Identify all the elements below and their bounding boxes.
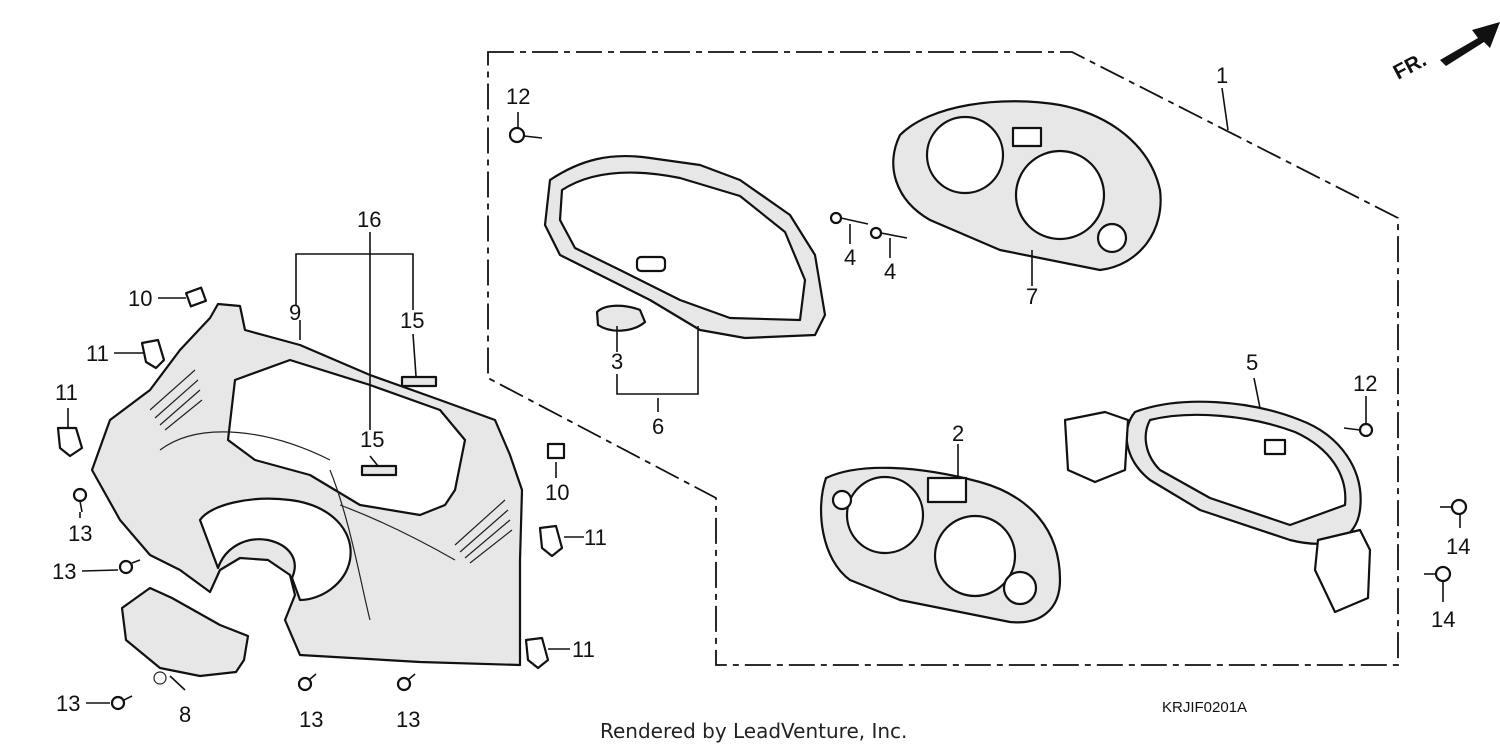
- callout-10-a: 10: [128, 286, 152, 311]
- callout-8: 8: [179, 702, 191, 727]
- screw-13-e: [396, 673, 416, 692]
- clip-nut-10-left: [184, 286, 208, 308]
- callout-13-a: 13: [68, 521, 92, 546]
- meter-case-5: [1125, 400, 1362, 545]
- callout-12-b: 12: [1353, 371, 1377, 396]
- clip-11-right-low: [524, 636, 550, 670]
- callout-11-b: 11: [55, 380, 78, 405]
- callout-13-b: 13: [52, 559, 76, 584]
- callout-16: 16: [357, 207, 381, 232]
- clip-nut-10-right: [546, 442, 566, 460]
- callout-14-a: 14: [1446, 534, 1470, 559]
- meter-panel-cover: [90, 302, 524, 667]
- meter-lens-case: [543, 155, 827, 340]
- label-15-lower: [360, 464, 398, 477]
- switch-3: [595, 304, 647, 332]
- screw-13-c: [110, 695, 133, 711]
- clip-11-right-mid: [538, 524, 564, 558]
- lower-cover: [120, 586, 250, 678]
- callout-6: 6: [652, 414, 664, 439]
- lower-cover-boss: [153, 671, 167, 685]
- callout-2: 2: [952, 421, 964, 446]
- callout-13-e: 13: [396, 707, 420, 732]
- callout-4-b: 4: [884, 259, 896, 284]
- callout-11-c: 11: [584, 525, 607, 550]
- screw-14-upper: [1440, 498, 1468, 516]
- callout-7: 7: [1026, 284, 1038, 309]
- screw-12-right: [1343, 422, 1374, 438]
- callout-4-a: 4: [844, 245, 856, 270]
- callout-15-b: 15: [360, 427, 384, 452]
- credit-line: Rendered by LeadVenture, Inc.: [600, 719, 907, 743]
- mesh-pad-left: [1063, 410, 1130, 484]
- callout-13-c: 13: [56, 691, 80, 716]
- callout-9: 9: [289, 300, 301, 325]
- meter-face-2: [819, 466, 1062, 624]
- callout-1: 1: [1216, 63, 1228, 88]
- callout-3: 3: [611, 349, 623, 374]
- screw-12-top: [508, 126, 543, 144]
- bolt-4-a: [829, 211, 869, 225]
- screw-14-lower: [1424, 565, 1452, 583]
- screw-13-a: [72, 487, 88, 513]
- clip-11-left-top: [140, 338, 166, 370]
- screw-13-b: [118, 559, 141, 575]
- screw-13-d: [297, 673, 317, 692]
- callout-14-b: 14: [1431, 607, 1455, 632]
- mesh-pad-right: [1313, 528, 1372, 614]
- callout-11-d: 11: [572, 637, 595, 662]
- meter-panel-7: [892, 100, 1162, 272]
- callout-12-a: 12: [506, 84, 530, 109]
- clip-11-left-mid: [56, 426, 84, 458]
- leader-lines: [67, 87, 1461, 704]
- callout-5: 5: [1246, 350, 1258, 375]
- arrow-icon: [1440, 22, 1500, 66]
- callout-15-a: 15: [400, 308, 424, 333]
- diagram-code: KRJIF0201A: [1162, 699, 1247, 716]
- bolt-4-b: [869, 226, 908, 240]
- callout-10-b: 10: [545, 480, 569, 505]
- vent-grille-left: [149, 369, 203, 431]
- assembly-outline: [487, 51, 1399, 666]
- vent-grille-right: [454, 499, 513, 564]
- front-label: FR.: [1390, 48, 1431, 84]
- label-15-upper: [400, 375, 438, 388]
- front-direction-indicator: FR.: [1390, 22, 1500, 84]
- callout-11-a: 11: [86, 341, 109, 366]
- callout-13-d: 13: [299, 707, 323, 732]
